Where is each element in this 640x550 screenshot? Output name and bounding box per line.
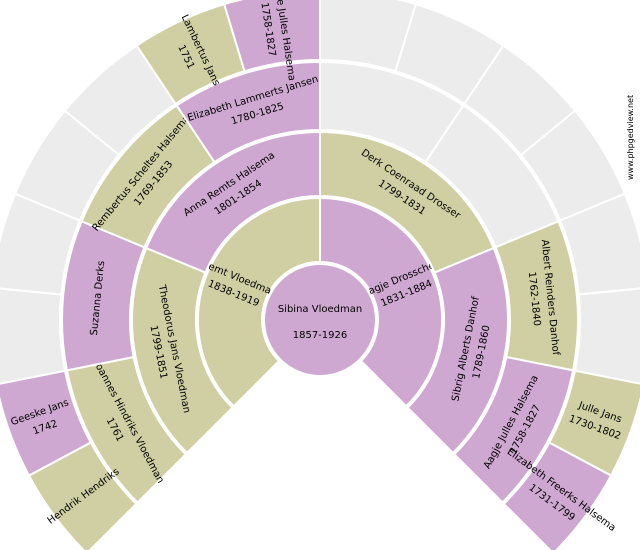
watermark-text: www.phpgedview.net <box>626 95 635 180</box>
ancestor-elizabeth-freerks-halsema[interactable]: Elizabeth Freerks Halsema1731-1799 <box>495 441 618 550</box>
empty-ancestor-slot <box>573 287 640 385</box>
fan-segment <box>197 196 321 408</box>
ancestor-remt-vloedman[interactable]: Remt Vloedman1838-1919 <box>194 196 321 408</box>
root-circle <box>263 263 377 377</box>
watermark: www.phpgedview.net <box>626 95 635 180</box>
fan-segment <box>452 355 575 504</box>
root-person[interactable]: Sibina Vloedman 1857-1926 <box>263 263 377 377</box>
ancestor-julle-jans[interactable]: Julle Jans1730-1802 <box>547 369 640 477</box>
ancestor-hendrik-hendriks[interactable]: Hendrik Hendriks <box>27 441 138 550</box>
ancestor-albert-reinders-danhof[interactable]: Albert Reinders Danhof1762-1840 <box>494 219 579 372</box>
ancestor-sibrig-alberts-danhof[interactable]: Sibrig Alberts Danhof1789-1860 <box>406 246 509 455</box>
ancestor-aagje-drosscher[interactable]: Aagje Drosscher1831-1884 <box>319 196 447 408</box>
empty-ancestor-slot <box>0 287 67 385</box>
ancestor-theodorus-jans-vloedman[interactable]: Theodorus Jans Vloedman1799-1851 <box>131 246 234 455</box>
root-name: Sibina Vloedman <box>278 304 362 315</box>
root-years: 1857-1926 <box>293 330 348 341</box>
ancestor-derk-coenraad-drosser[interactable]: Derk Coenraad Drosser1799-1831 <box>319 130 495 274</box>
fan-segment <box>0 287 67 385</box>
fan-segment <box>319 196 443 408</box>
ancestor-suzanna-derks[interactable]: Suzanna Derks <box>61 219 146 372</box>
ancestor-anna-remts-halsema[interactable]: Anna Remts Halsema1801-1854 <box>145 130 321 274</box>
ancestor-geeske-jans[interactable]: Geeske Jans1742 <box>0 369 93 477</box>
person-years: 1762-1840 <box>526 271 542 326</box>
fan-segment <box>573 287 640 385</box>
fan-segment <box>406 246 509 455</box>
ancestor-lambertus-jans[interactable]: Lambertus Jans1751 <box>135 2 246 106</box>
fan-segment <box>502 441 613 550</box>
